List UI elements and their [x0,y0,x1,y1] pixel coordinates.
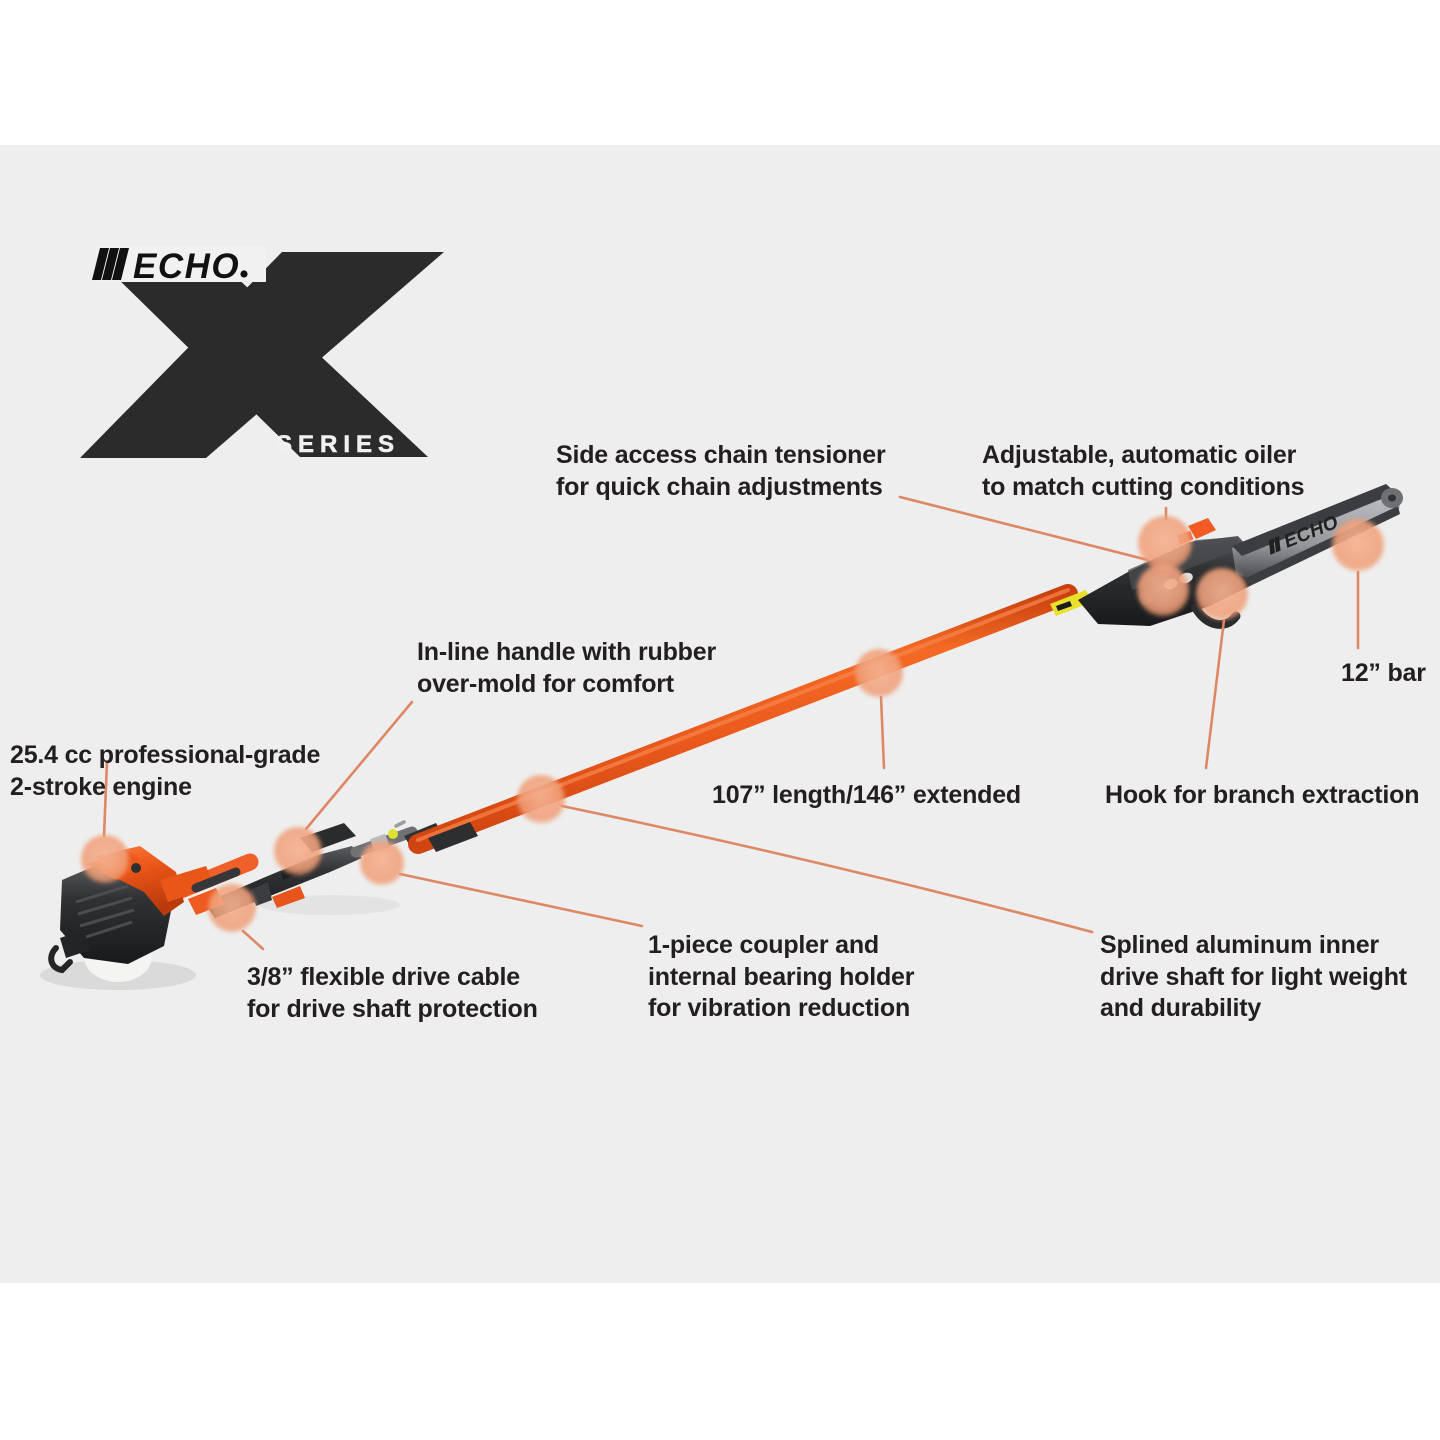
leader-length [879,695,886,770]
marker-length[interactable] [855,649,903,697]
callout-markers [81,516,1384,932]
callout-label-twelve-inch-bar: 12” bar [1341,659,1426,687]
marker-engine[interactable] [81,835,129,883]
logo-echo-text: ECHO [133,247,240,286]
marker-coupler-upper[interactable] [360,841,404,885]
logo-x-stroke-right [80,252,444,458]
callout-label-adjustable-automatic-oiler: Adjustable, automatic oiler to match cut… [982,441,1305,501]
callout-label-one-piece-coupler: 1-piece coupler and internal bearing hol… [648,931,915,1022]
callout-label-engine: 25.4 cc professional-grade 2-stroke engi… [10,741,321,801]
marker-chain-tensioner[interactable] [1138,516,1192,570]
leader-engine [102,760,109,838]
marker-hook[interactable] [1196,568,1248,620]
marker-splined-shaft[interactable] [517,775,565,823]
callout-label-side-access-chain-tensioner: Side access chain tensioner for quick ch… [556,441,886,501]
callout-label-flexible-drive-cable: 3/8” flexible drive cable for drive shaf… [247,963,538,1023]
logo-echo-wordmark: ECHO [92,246,266,286]
marker-drive-cable[interactable] [208,884,256,932]
callout-label-length-extended: 107” length/146” extended [712,781,1022,809]
svg-text:SERIES: SERIES [276,431,400,458]
leader-hook [1204,618,1226,770]
callout-label-in-line-handle: In-line handle with rubber over-mold for… [417,638,716,698]
marker-bar[interactable] [1332,519,1384,571]
marker-oiler[interactable] [1137,564,1189,616]
leader-handle [304,700,414,831]
leader-drive-cable [241,929,265,951]
engine-unit [48,846,214,982]
leader-chain-tensioner [898,495,1150,562]
callout-label-hook-for-branch-extraction: Hook for branch extraction [1105,781,1420,809]
marker-handle[interactable] [274,827,322,875]
upper-drive-shaft [408,584,1078,854]
echo-x-series-logo: ECHO SERIES [80,246,444,458]
leader-lines [102,495,1360,951]
leader-splined-shaft [560,804,1094,934]
leader-coupler [398,872,644,928]
warning-label [1050,590,1092,616]
logo-series-text: SERIES [276,431,400,459]
callout-label-splined-aluminum-shaft: Splined aluminum inner drive shaft for l… [1100,931,1407,1022]
flexible-drive-cable [191,867,241,893]
